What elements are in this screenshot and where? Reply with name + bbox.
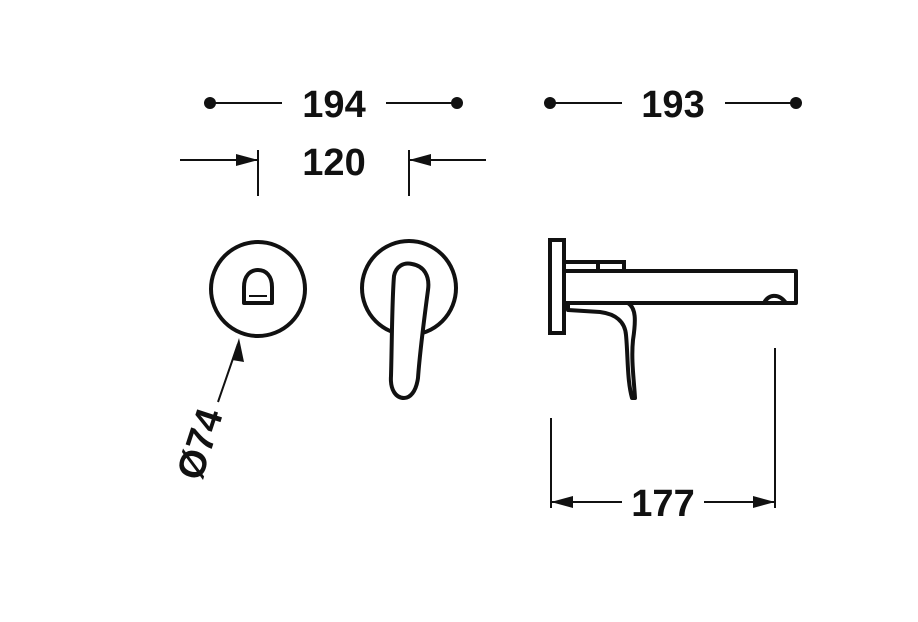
projection-label: 177 [631,483,694,525]
arrowhead [409,154,431,166]
dimension-projection: 177 [550,348,776,525]
overall-width-label: 194 [302,84,365,126]
spout-rosette-front-view [209,240,307,338]
dimension-overall-width: 194 [204,84,463,126]
arrowhead [551,496,573,508]
lever-handle [388,261,431,400]
diameter-label: Ø74 [170,404,232,485]
mixer-lever-front-view [360,239,458,400]
faucet-side-view [548,238,798,400]
arrowhead [236,154,258,166]
dimension-endpoint-dot [451,97,463,109]
spout-aerator [762,293,788,305]
wall-plate [548,238,566,335]
spout-length-label: 193 [641,84,704,126]
spout-outlet-shape [242,268,274,305]
dimension-spout-length: 193 [544,84,802,126]
center-distance-label: 120 [302,142,365,184]
spout-side [562,269,798,305]
arrowhead [753,496,775,508]
dimension-diameter: Ø74 [170,338,244,485]
dimension-center-distance: 120 [180,142,486,196]
lever-side [566,301,637,400]
rosette-circle [209,240,307,338]
arrowhead [232,338,244,362]
dimension-endpoint-dot [790,97,802,109]
